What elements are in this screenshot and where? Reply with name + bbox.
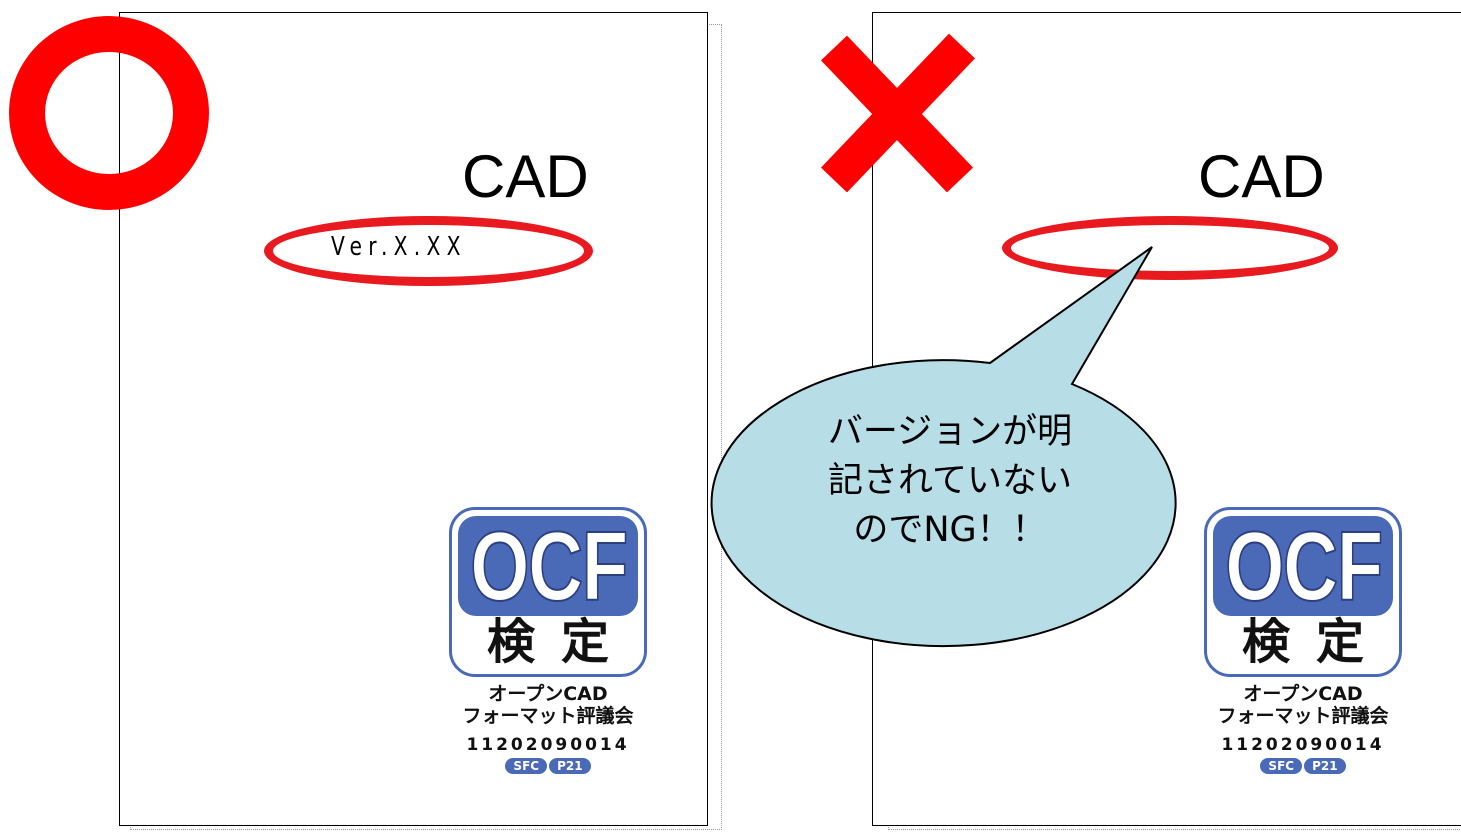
ocf-certification-logo: OCF 検定 オープンCAD フォーマット評議会 11202090014 SFC… <box>1203 507 1403 774</box>
callout-text: バージョンが明 記されていない のでNG！！ <box>770 408 1130 555</box>
ocf-badge: OCF 検定 <box>449 507 647 677</box>
cad-title-good: CAD <box>462 143 589 210</box>
callout-line-3: のでNG！！ <box>853 510 1047 550</box>
callout-line-1: バージョンが明 <box>827 412 1073 452</box>
format-tag-sfc: SFC <box>505 758 548 774</box>
ocf-org-name: オープンCAD フォーマット評議会 <box>1217 683 1389 727</box>
cross-mark-icon <box>820 33 976 192</box>
ocf-certification-logo: OCF 検定 オープンCAD フォーマット評議会 11202090014 SFC… <box>448 507 648 774</box>
ocf-badge: OCF 検定 <box>1204 507 1402 677</box>
version-highlight-ellipse <box>264 216 593 286</box>
ocf-logo-word: OCF <box>1224 510 1384 622</box>
drawing-sheet-good <box>119 12 708 826</box>
ocf-logo-kanji: 検定 <box>1241 614 1390 670</box>
ocf-org-name: オープンCAD フォーマット評議会 <box>462 683 634 727</box>
ocf-logo-kanji: 検定 <box>486 614 635 670</box>
ocf-certification-number: 11202090014 <box>466 735 630 755</box>
missing-version-ellipse <box>1002 216 1338 280</box>
ocf-format-tags: SFC P21 <box>448 758 648 774</box>
ocf-certification-number: 11202090014 <box>1221 735 1385 755</box>
format-tag-sfc: SFC <box>1260 758 1303 774</box>
cad-title-bad: CAD <box>1198 143 1325 210</box>
format-tag-p21: P21 <box>1304 758 1346 774</box>
callout-bubble-shape <box>710 246 1177 648</box>
ocf-logo-word: OCF <box>469 510 629 622</box>
callout-line-2: 記されていない <box>828 461 1072 501</box>
format-tag-p21: P21 <box>549 758 591 774</box>
ocf-format-tags: SFC P21 <box>1203 758 1403 774</box>
